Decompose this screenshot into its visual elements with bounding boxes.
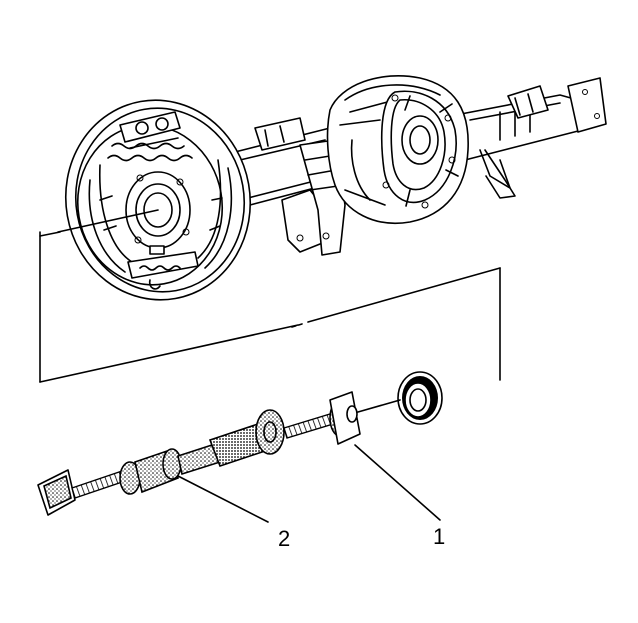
leader-line-2 xyxy=(177,475,269,523)
axle-centerline xyxy=(57,209,159,233)
axle-housing xyxy=(234,75,607,256)
callout-number-1: 1 xyxy=(433,524,445,549)
leader-line-1 xyxy=(354,444,441,521)
axle-seal xyxy=(397,371,443,425)
callout-leaders xyxy=(177,444,441,523)
brake-backing-plate xyxy=(64,99,252,301)
callout-number-2: 2 xyxy=(278,526,290,551)
seal-installer-tool xyxy=(37,391,401,516)
exploded-view-frame xyxy=(39,231,501,383)
